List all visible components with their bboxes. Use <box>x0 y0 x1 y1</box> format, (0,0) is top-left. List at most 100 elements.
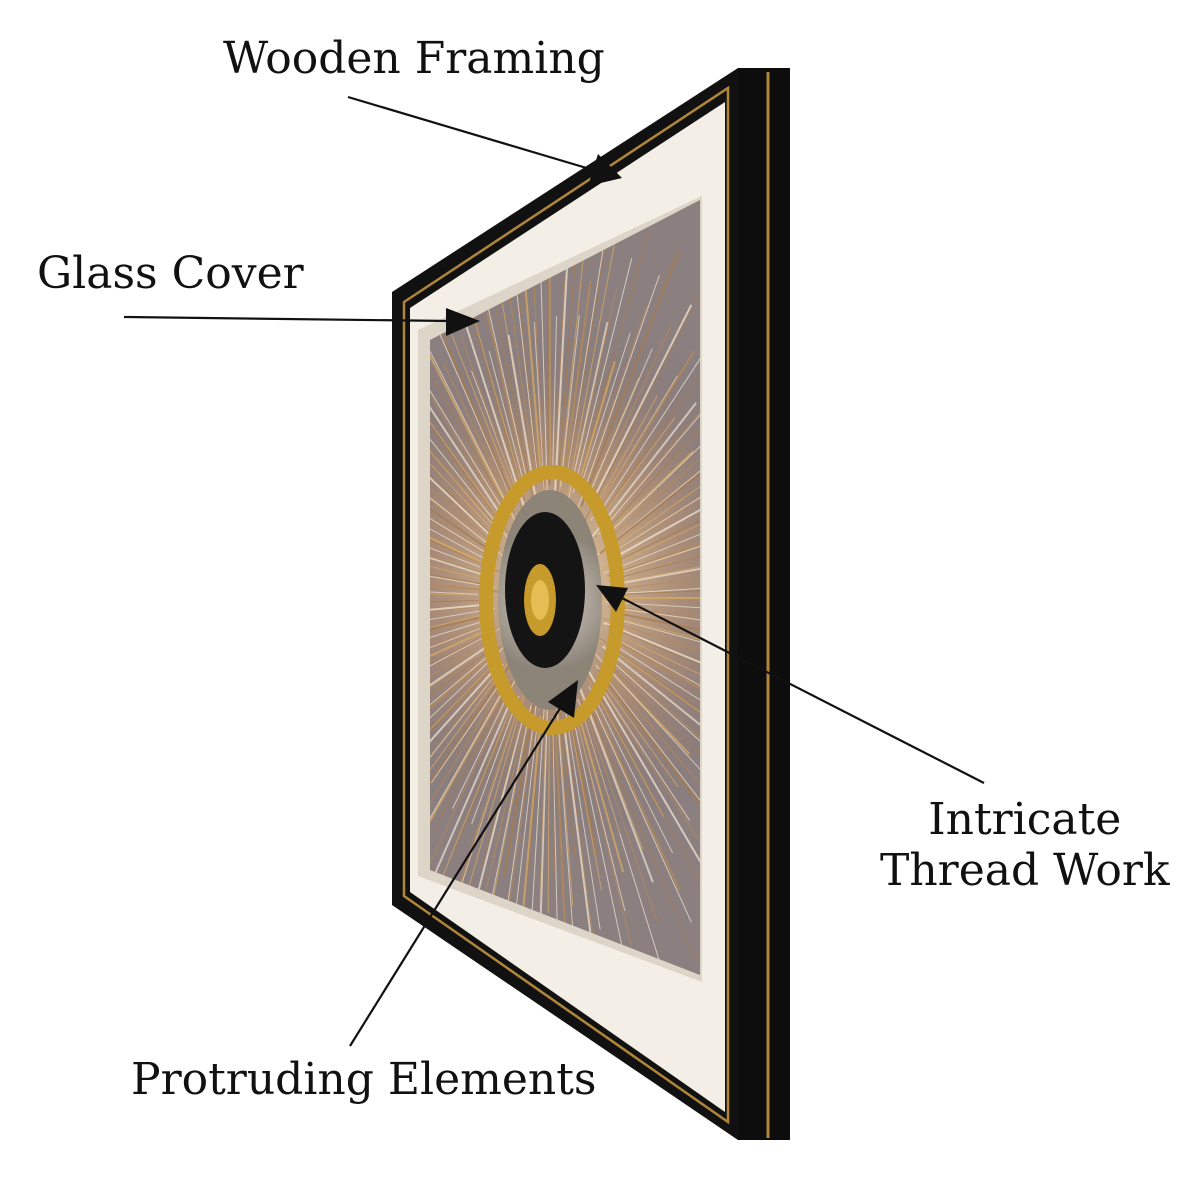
thread-ray <box>594 657 700 810</box>
thread-ray <box>597 370 700 536</box>
thread-ray <box>430 290 518 526</box>
thread-ray <box>603 517 700 574</box>
thread-ray <box>430 666 502 855</box>
thread-ray <box>430 490 498 571</box>
thread-ray <box>604 417 676 513</box>
thread-ray <box>430 365 509 533</box>
thread-ray <box>606 656 700 789</box>
thread-ray <box>430 661 513 807</box>
thread-ray <box>568 686 632 947</box>
thread-ray <box>430 616 480 649</box>
thread-ray <box>509 296 538 488</box>
thread-ray <box>581 332 631 482</box>
thread-ray <box>430 327 503 501</box>
thread-ray <box>539 247 548 492</box>
thread-ray <box>600 617 700 670</box>
thread-ray <box>430 624 487 697</box>
thread-ray <box>430 363 503 509</box>
thread-ray <box>567 706 603 891</box>
thread-ray <box>586 348 653 500</box>
thread-ray <box>582 278 700 525</box>
thread-ray <box>430 663 509 822</box>
thread-ray <box>486 312 528 481</box>
thread-ray <box>597 636 700 769</box>
thread-ray <box>430 415 498 541</box>
thread-ray <box>601 362 700 536</box>
arrow-icon <box>588 154 622 186</box>
thread-ray <box>430 430 493 522</box>
thread-ray <box>430 666 498 759</box>
thread-ray <box>430 673 519 925</box>
thread-ray <box>430 302 506 522</box>
pointer-line-protruding-elements <box>349 704 563 1047</box>
thread-ray <box>481 718 523 869</box>
thread-ray <box>605 582 700 595</box>
thread-ray <box>601 645 700 740</box>
thread-ray <box>601 321 700 516</box>
thread-ray <box>443 363 515 513</box>
thread-ray <box>614 639 700 715</box>
arrow-icon <box>446 308 480 336</box>
label-wooden-framing: Wooden Framing <box>223 33 605 84</box>
thread-ray <box>589 698 692 923</box>
thread-ray <box>430 626 494 697</box>
thread-ray <box>430 704 510 904</box>
thread-ray <box>616 646 700 741</box>
thread-ray <box>430 399 510 540</box>
thread-ray <box>585 666 700 886</box>
frame-side-edge <box>738 68 790 1140</box>
thread-ray <box>430 259 516 521</box>
thread-ray <box>611 607 700 631</box>
thread-ray <box>538 692 549 950</box>
thread-ray <box>598 676 679 788</box>
thread-ray <box>567 693 632 975</box>
thread-ray <box>602 569 700 592</box>
thread-ray <box>430 685 507 876</box>
thread-ray <box>572 258 633 494</box>
thread-ray <box>576 229 650 490</box>
thread-ray <box>577 691 658 922</box>
thread-ray <box>608 589 700 596</box>
thread-ray <box>608 433 700 534</box>
thread-ray <box>560 315 580 487</box>
thread-ray <box>430 558 492 587</box>
thread-ray <box>430 646 495 736</box>
thread-ray <box>430 458 488 550</box>
thread-ray <box>430 627 501 690</box>
thread-ray <box>471 695 520 825</box>
pointer-line-thread-work <box>617 595 985 784</box>
thread-ray <box>430 686 503 893</box>
thread-ray <box>597 668 700 870</box>
thread-ray <box>599 408 700 555</box>
thread-ray <box>430 608 495 641</box>
thread-ray <box>577 361 616 485</box>
thread-ray <box>454 698 516 851</box>
thread-ray <box>588 693 681 892</box>
thread-ray <box>430 604 492 628</box>
thread-ray <box>603 621 700 692</box>
pointer-line-glass-cover <box>123 315 451 323</box>
thread-ray <box>430 663 505 835</box>
thread-ray <box>440 702 514 881</box>
thread-ray <box>614 611 700 650</box>
thread-ray <box>430 645 506 795</box>
thread-ray <box>430 666 493 770</box>
thread-ray <box>433 679 513 831</box>
thread-ray <box>430 645 488 752</box>
thread-ray <box>547 728 550 913</box>
thread-ray <box>579 250 680 508</box>
thread-ray <box>612 426 700 536</box>
thread-ray <box>430 464 502 551</box>
thread-ray <box>490 699 533 909</box>
thread-ray <box>618 472 700 561</box>
thread-ray <box>430 383 496 534</box>
thread-ray <box>430 411 504 557</box>
thread-ray <box>507 334 537 495</box>
thread-ray <box>576 274 660 511</box>
thread-ray <box>611 636 700 700</box>
thread-ray <box>605 601 700 610</box>
thread-ray <box>574 305 648 516</box>
thread-ray <box>608 663 700 821</box>
thread-ray <box>480 276 527 475</box>
